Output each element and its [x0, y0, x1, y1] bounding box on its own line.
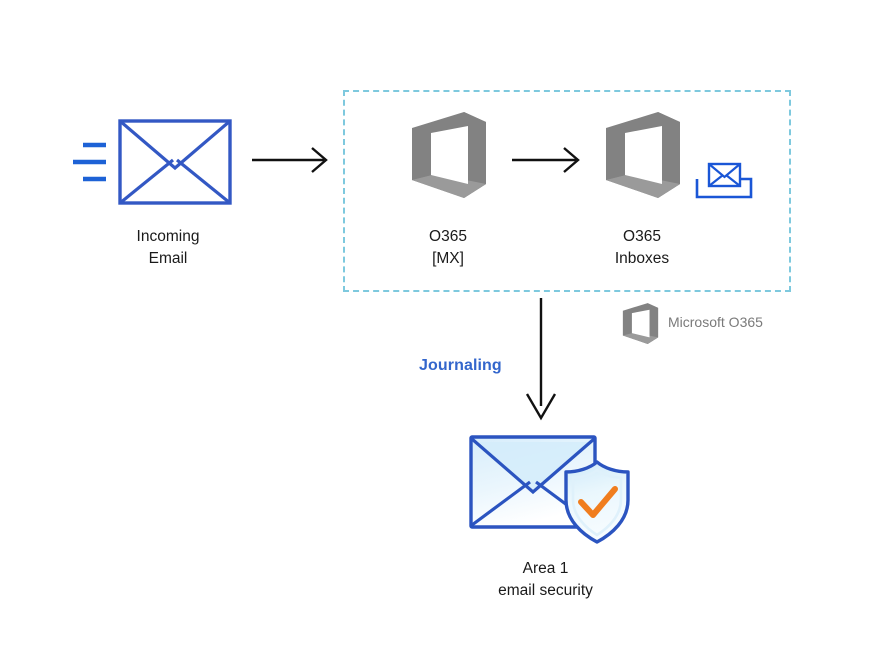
- o365-mx-label: O365 [MX]: [429, 228, 467, 267]
- office-logo-bottom-wedge: [606, 174, 680, 198]
- incoming-email-label: Incoming Email: [136, 228, 200, 267]
- office-logo-inner-page: [431, 126, 468, 184]
- arrow-down-icon: [525, 298, 557, 421]
- arrow-head: [311, 147, 328, 173]
- office-logo-inner-page: [631, 309, 650, 338]
- office-365-logo-icon: [412, 112, 486, 198]
- office-logo-bottom-wedge: [622, 332, 659, 345]
- legend-label-microsoft-o365: Microsoft O365: [668, 314, 763, 330]
- area1-icon-group: [466, 432, 636, 548]
- o365-inboxes-label: O365 Inboxes: [614, 228, 670, 267]
- office-logo-bottom-wedge: [412, 174, 486, 198]
- office-365-logo-icon: [606, 112, 680, 198]
- office-logo-inner-page: [625, 126, 662, 184]
- arrow-mx-to-inboxes: [512, 142, 592, 178]
- area1-label: Area 1 email security: [498, 560, 593, 599]
- incoming-email-icon-group: [70, 118, 235, 210]
- badge-envelope-flap: [708, 163, 741, 179]
- envelope-fold-right: [175, 158, 232, 205]
- office-365-logo-icon: [622, 303, 659, 345]
- arrow-right-icon: [512, 147, 580, 173]
- envelope-fold-left: [118, 158, 175, 205]
- o365-boundary-group: [343, 90, 791, 292]
- o365-mx-icon-group: [406, 112, 490, 204]
- journaling-edge-label: Journaling: [419, 357, 502, 374]
- arrow-head: [563, 147, 580, 173]
- o365-inboxes-icon-group: [600, 112, 684, 204]
- badge-envelope-folds: [708, 174, 741, 187]
- arrow-head: [525, 393, 557, 421]
- inbox-tray-envelope-icon: [695, 162, 753, 199]
- envelope-shield-check-icon: [469, 435, 630, 544]
- arrow-right-icon: [252, 147, 328, 173]
- area1-check-icon: [578, 486, 618, 518]
- area1-envelope-fold-left: [471, 480, 531, 527]
- envelope-with-motion-lines-icon: [73, 119, 232, 205]
- o365-inboxes-badge: [694, 157, 754, 203]
- area1-shield-inner-outline: [571, 468, 623, 537]
- arrow-incoming-to-mx: [252, 142, 340, 178]
- arrow-inboxes-to-area1: [520, 298, 564, 422]
- area1-envelope-flap: [470, 437, 596, 495]
- envelope-flap: [118, 119, 232, 171]
- area1-shield: [564, 460, 630, 544]
- legend-icon-microsoft-o365: [620, 303, 660, 347]
- area1-envelope-flap-fill: [476, 442, 590, 491]
